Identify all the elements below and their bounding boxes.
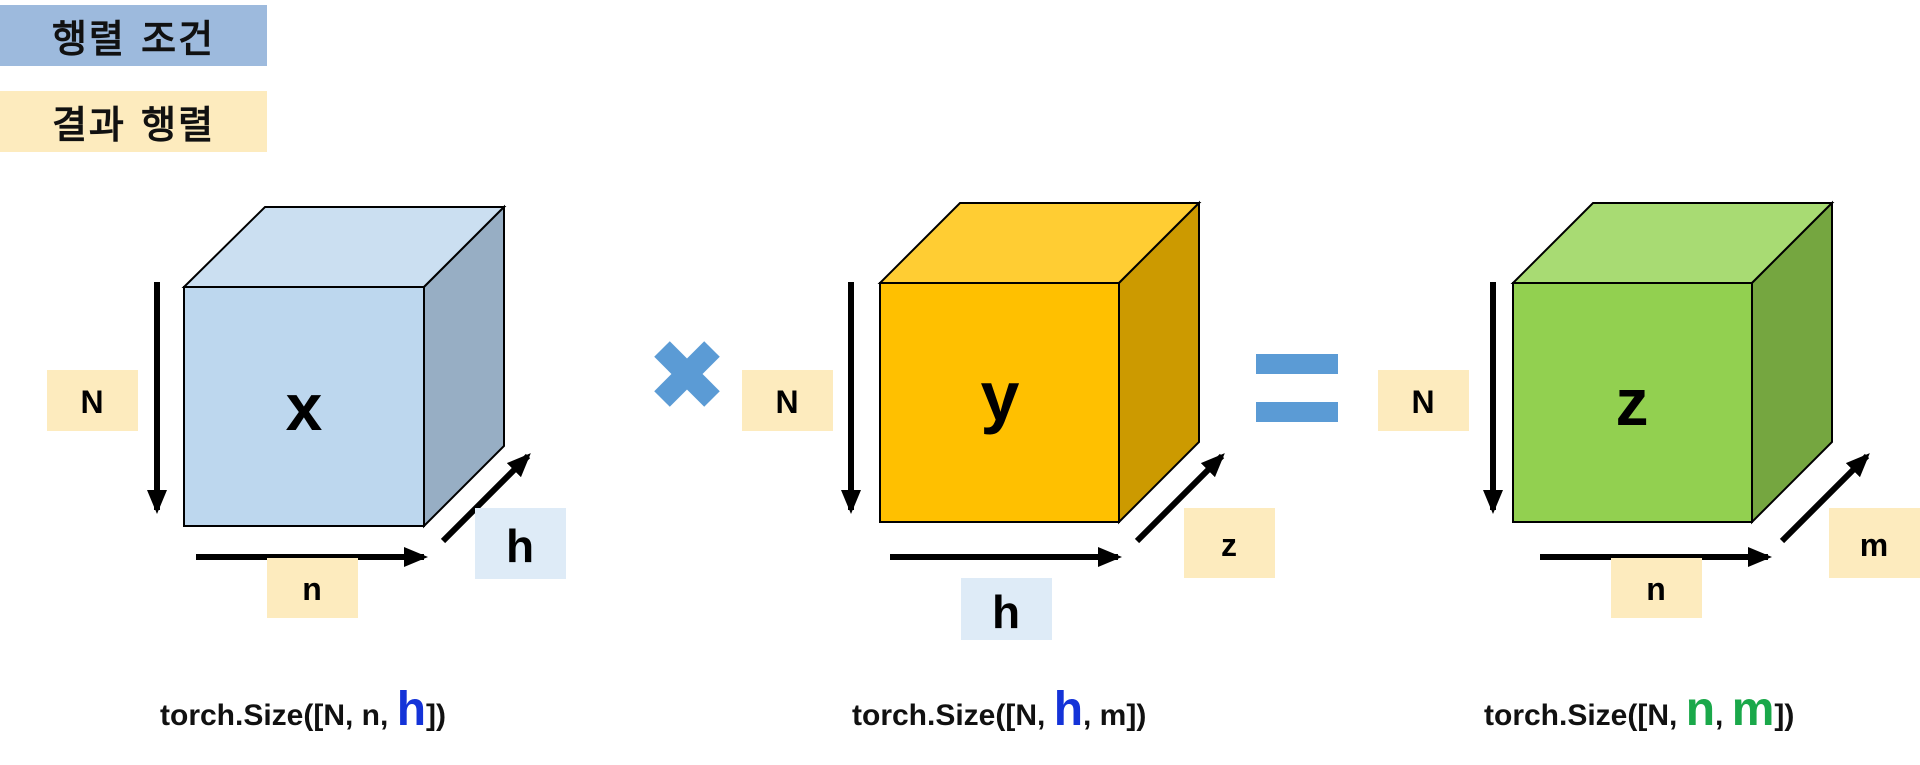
y-label-h: h [992, 586, 1020, 638]
equals-operator-icon [1256, 354, 1338, 422]
cube-y-name: y [981, 357, 1020, 435]
y-label-N-box [742, 370, 833, 431]
z-depth-arrow [1779, 453, 1870, 544]
z-label-N: N [1411, 384, 1434, 420]
caption-z-highlight-m: m [1731, 683, 1775, 736]
x-label-N-box [47, 370, 138, 431]
x-depth-arrow [440, 453, 531, 544]
caption-y: torch.Size([N, h, m]) [852, 682, 1146, 737]
cube-x-name: x [286, 370, 323, 444]
z-label-N-box [1378, 370, 1469, 431]
y-depth-arrow [1134, 453, 1225, 544]
y-label-z: z [1221, 527, 1237, 563]
z-label-n-box [1611, 558, 1702, 618]
caption-z-sep: , [1715, 699, 1732, 732]
caption-y-suffix: , m]) [1083, 699, 1147, 732]
y-label-N: N [775, 384, 798, 420]
x-label-n: n [302, 571, 322, 607]
cube-x: x [181, 204, 507, 529]
caption-x-suffix: ]) [426, 699, 446, 732]
multiply-operator-icon [654, 341, 720, 407]
caption-x: torch.Size([N, n, h]) [160, 682, 446, 737]
caption-z-prefix: torch.Size([N, [1484, 699, 1686, 732]
y-label-h-box [961, 578, 1052, 640]
cube-x-front [183, 286, 425, 527]
caption-z-highlight-n: n [1685, 683, 1716, 736]
caption-z: torch.Size([N, n, m]) [1484, 682, 1794, 737]
z-label-m: m [1860, 527, 1888, 563]
x-label-N: N [80, 384, 103, 420]
z-label-m-box [1829, 508, 1920, 578]
cube-y-front [879, 282, 1120, 523]
y-label-z-box [1184, 508, 1275, 578]
caption-x-prefix: torch.Size([N, n, [160, 699, 397, 732]
cube-y: y [877, 200, 1202, 525]
caption-z-suffix: ]) [1774, 699, 1795, 732]
x-label-h: h [506, 520, 534, 572]
caption-y-highlight-h: h [1053, 683, 1084, 736]
cube-z: z [1510, 200, 1835, 525]
caption-y-prefix: torch.Size([N, [852, 699, 1054, 732]
x-label-n-box [267, 558, 358, 618]
legend-result: 결과 행렬 [0, 91, 267, 152]
z-label-n: n [1646, 571, 1666, 607]
cube-z-name: z [1616, 365, 1649, 439]
cube-z-front [1512, 282, 1753, 523]
caption-x-highlight-h: h [396, 683, 427, 736]
x-label-h-box [475, 508, 566, 579]
legend-condition: 행렬 조건 [0, 5, 267, 66]
